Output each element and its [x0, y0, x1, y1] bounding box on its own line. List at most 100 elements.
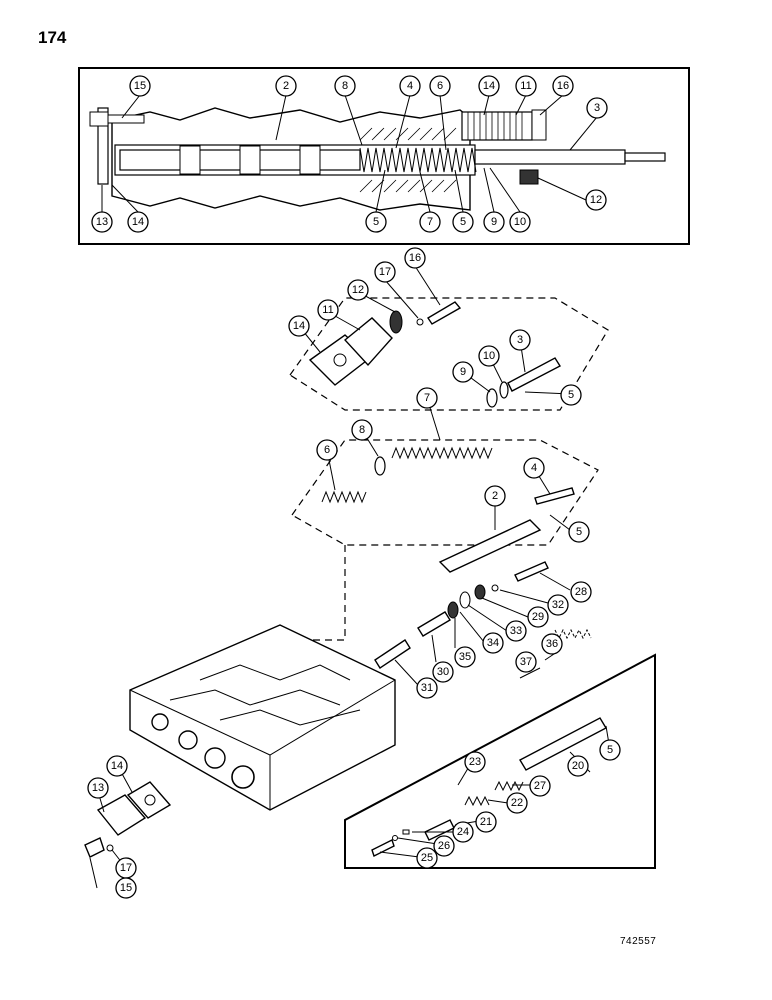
- callout-circle: [478, 345, 500, 367]
- callout-top-5b: 5: [452, 211, 474, 233]
- callout-label: 33: [510, 625, 522, 637]
- callout-label: 14: [132, 216, 144, 228]
- callout-label: 34: [487, 637, 499, 649]
- callout-top-2: 2: [275, 75, 297, 97]
- callout-circle: [567, 755, 589, 777]
- cross-section-leaders: [101, 94, 598, 213]
- callout-label: 8: [359, 424, 365, 436]
- callout-label: 8: [342, 80, 348, 92]
- callout-label: 12: [590, 194, 602, 206]
- callout-circle: [416, 847, 438, 869]
- callout-label: 29: [532, 611, 544, 623]
- callout-label: 22: [511, 797, 523, 809]
- callout-circle: [464, 751, 486, 773]
- callout-5b: 5: [568, 521, 590, 543]
- callout-10: 10: [478, 345, 500, 367]
- callout-label: 2: [492, 490, 498, 502]
- callout-circle: [506, 792, 528, 814]
- callout-label: 25: [421, 852, 433, 864]
- callout-circle: [586, 97, 608, 119]
- callout-23: 23: [464, 751, 486, 773]
- callout-circle: [560, 384, 582, 406]
- callout-circle: [570, 581, 592, 603]
- callout-circle: [87, 777, 109, 799]
- callout-label: 5: [460, 216, 466, 228]
- callout-circle: [483, 211, 505, 233]
- callout-circle: [484, 485, 506, 507]
- callout-top-8: 8: [334, 75, 356, 97]
- callout-7: 7: [416, 387, 438, 409]
- callout-21: 21: [475, 811, 497, 833]
- callout-circle: [505, 620, 527, 642]
- callout-label: 7: [424, 392, 430, 404]
- callout-22: 22: [506, 792, 528, 814]
- callout-label: 9: [460, 366, 466, 378]
- valve-body-block: [129, 624, 396, 811]
- callout-label: 28: [575, 586, 587, 598]
- callout-top-16: 16: [552, 75, 574, 97]
- callout-label: 13: [96, 216, 108, 228]
- callout-12: 12: [347, 279, 369, 301]
- callout-circle: [416, 387, 438, 409]
- callout-label: 16: [557, 80, 569, 92]
- callout-label: 10: [483, 350, 495, 362]
- callout-label: 7: [427, 216, 433, 228]
- callout-label: 24: [457, 826, 469, 838]
- callout-top-12: 12: [585, 189, 607, 211]
- callout-circle: [129, 75, 151, 97]
- callout-circle: [527, 606, 549, 628]
- callout-label: 4: [531, 462, 537, 474]
- callout-label: 9: [491, 216, 497, 228]
- callout-circle: [509, 329, 531, 351]
- callout-24: 24: [452, 821, 474, 843]
- callout-circle: [599, 739, 621, 761]
- callout-label: 13: [92, 782, 104, 794]
- callout-label: 11: [520, 80, 531, 92]
- detail-inset: [344, 628, 656, 869]
- callout-label: 4: [407, 80, 413, 92]
- callout-33: 33: [505, 620, 527, 642]
- callout-circle: [433, 835, 455, 857]
- callout-circle: [454, 646, 476, 668]
- callout-label: 32: [552, 599, 564, 611]
- callout-circle: [115, 877, 137, 899]
- callout-5c: 5: [599, 739, 621, 761]
- callout-top-5a: 5: [365, 211, 387, 233]
- callout-label: 3: [517, 334, 523, 346]
- callout-9: 9: [452, 361, 474, 383]
- callout-32: 32: [547, 594, 569, 616]
- callout-label: 3: [594, 102, 600, 114]
- callout-circle: [399, 75, 421, 97]
- callout-label: 5: [373, 216, 379, 228]
- callout-label: 21: [480, 816, 492, 828]
- callout-label: 26: [438, 840, 450, 852]
- callout-label: 31: [421, 682, 433, 694]
- callout-circle: [529, 775, 551, 797]
- page-number: 174: [38, 28, 67, 47]
- callout-4: 4: [523, 457, 545, 479]
- callout-label: 17: [120, 862, 132, 874]
- front-cover-parts: [84, 781, 172, 858]
- callout-label: 2: [283, 80, 289, 92]
- callout-circle: [552, 75, 574, 97]
- callout-circle: [585, 189, 607, 211]
- callout-top-10: 10: [509, 211, 531, 233]
- callout-circle: [106, 755, 128, 777]
- callout-26: 26: [433, 835, 455, 857]
- callout-top-4: 4: [399, 75, 421, 97]
- callout-circle: [475, 811, 497, 833]
- callout-label: 14: [293, 320, 305, 332]
- callout-circle: [478, 75, 500, 97]
- callout-circle: [432, 661, 454, 683]
- callout-label: 12: [352, 284, 364, 296]
- callout-circle: [347, 279, 369, 301]
- callout-top-14a: 14: [478, 75, 500, 97]
- callout-label: 36: [546, 638, 558, 650]
- callout-2: 2: [484, 485, 506, 507]
- callout-circle: [452, 821, 474, 843]
- callout-15: 15: [115, 877, 137, 899]
- callout-17b: 17: [115, 857, 137, 879]
- callout-top-11: 11: [515, 75, 537, 97]
